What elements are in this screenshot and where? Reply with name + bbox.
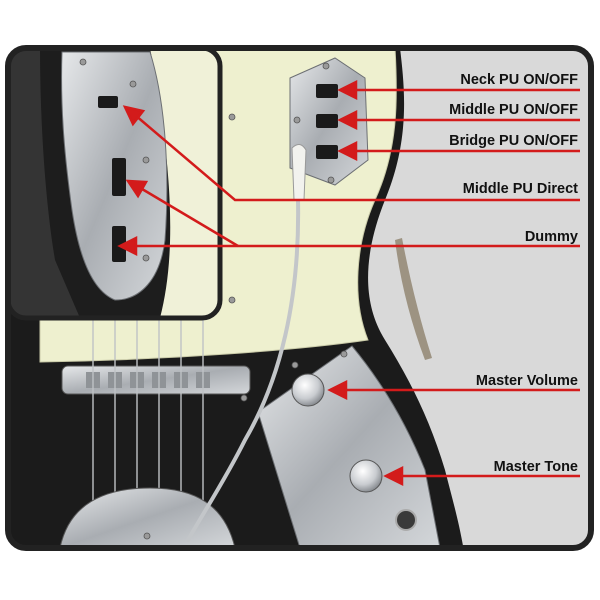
- label-master-tone: Master Tone: [493, 459, 578, 475]
- label-middle-pu-direct: Middle PU Direct: [462, 181, 578, 197]
- pointer-dummy-branch-arrow: [125, 179, 149, 199]
- outer-frame: [5, 45, 594, 551]
- pointer-neck-pu-arrow: [337, 79, 358, 101]
- pickup-switches: [316, 84, 338, 159]
- label-dummy: Dummy: [524, 229, 578, 245]
- tremolo-arm: [186, 198, 301, 542]
- pointer-dummy-arrow: [117, 235, 138, 257]
- output-jack: [395, 509, 417, 531]
- pointer-middle-pu-direct: [134, 114, 580, 202]
- volume-knob: [291, 373, 325, 407]
- pointer-master-volume-arrow: [327, 379, 348, 401]
- inset-switches: [98, 96, 126, 262]
- pointer-lines: [117, 79, 580, 487]
- label-neck-pu: Neck PU ON/OFF: [460, 72, 578, 88]
- screws: [143, 62, 348, 540]
- inset-zoom: [5, 45, 223, 321]
- strings: [92, 320, 204, 548]
- label-middle-pu: Middle PU ON/OFF: [449, 102, 578, 118]
- label-bridge-pu: Bridge PU ON/OFF: [449, 133, 578, 149]
- pointer-middle-pu-arrow: [337, 109, 358, 131]
- pointer-bridge-pu-arrow: [337, 140, 358, 162]
- pointer-master-tone-arrow: [383, 465, 404, 487]
- tone-knob: [349, 459, 383, 493]
- body-wear: [395, 238, 432, 360]
- pointer-middle-pu-direct-arrow: [122, 105, 146, 127]
- pointer-dummy-branch: [136, 184, 239, 248]
- tremolo-tip: [291, 144, 307, 201]
- label-master-volume: Master Volume: [475, 373, 578, 389]
